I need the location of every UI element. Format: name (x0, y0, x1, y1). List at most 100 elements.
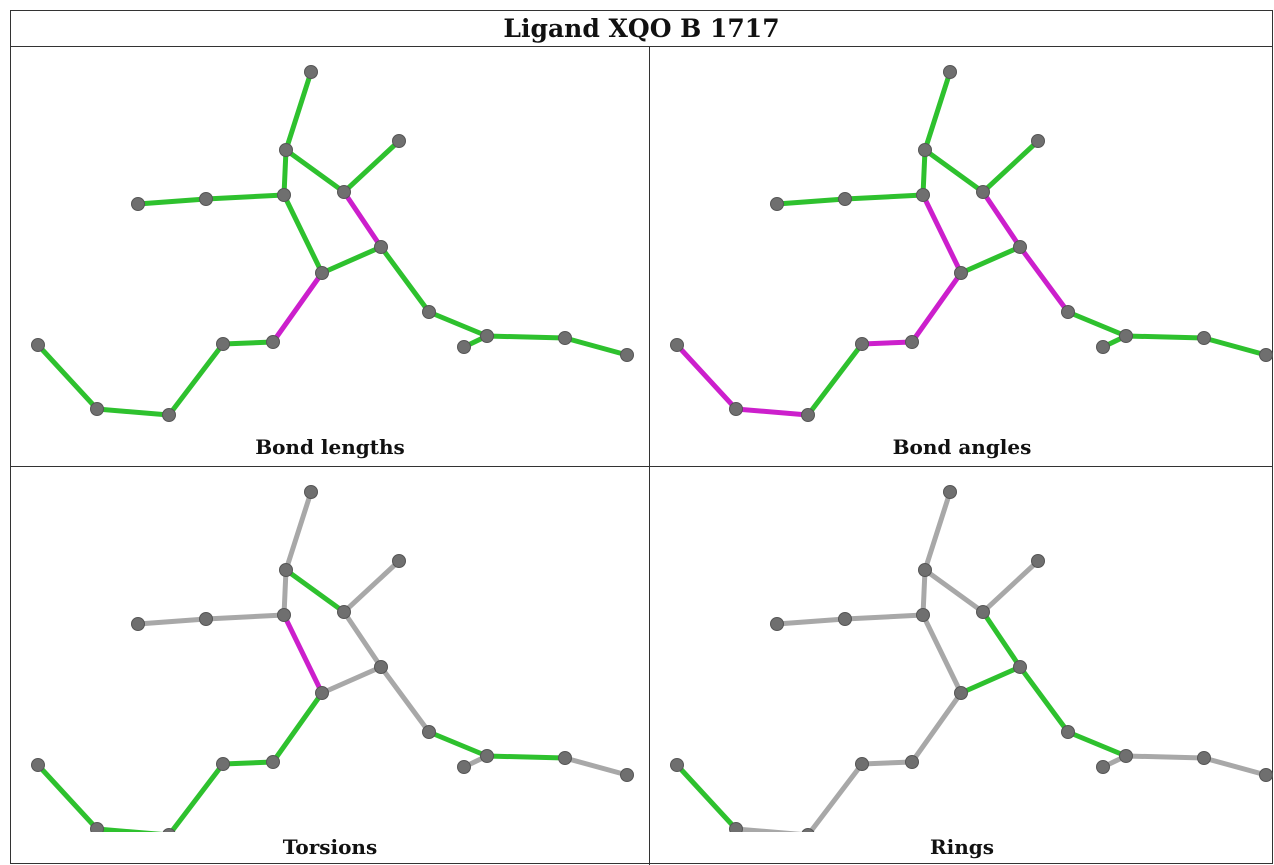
atom-14 (266, 755, 280, 769)
figure-title: Ligand XQO B 1717 (11, 11, 1272, 47)
atom-10 (1119, 749, 1133, 763)
atom-3 (976, 605, 990, 619)
bond-3 (774, 616, 848, 627)
bond-14 (35, 762, 100, 832)
bond-7 (958, 244, 1023, 276)
bond-13 (733, 826, 803, 832)
caption-bond-angles: Bond angles (892, 435, 1032, 459)
bond-9 (1017, 664, 1071, 735)
atom-2 (1031, 554, 1045, 568)
bond-2 (203, 612, 287, 622)
panel-torsions: Torsions (11, 467, 649, 865)
atom-0 (304, 485, 318, 499)
atom-1 (918, 143, 932, 157)
atom-15 (855, 757, 869, 771)
atom-17 (90, 402, 104, 416)
bond-9 (1017, 244, 1071, 315)
bond-11 (859, 759, 915, 767)
atom-11 (1096, 340, 1110, 354)
atom-5 (838, 192, 852, 206)
bond-7 (319, 664, 384, 696)
atom-7 (1013, 660, 1027, 674)
bond-5 (283, 147, 347, 195)
bond-5 (922, 147, 986, 195)
vertical-divider (649, 47, 650, 865)
atom-14 (905, 335, 919, 349)
bond-4 (281, 567, 289, 618)
bond-3 (774, 196, 848, 207)
atom-0 (943, 485, 957, 499)
bond-6 (341, 609, 384, 670)
atom-7 (1013, 240, 1027, 254)
bond-4 (281, 147, 289, 198)
atom-18 (31, 338, 45, 352)
atom-0 (304, 65, 318, 79)
bond-8 (920, 612, 964, 696)
atom-6 (131, 197, 145, 211)
bond-18 (1201, 755, 1269, 778)
atom-15 (216, 757, 230, 771)
bond-4 (920, 567, 928, 618)
bond-18 (1201, 335, 1269, 358)
bond-3 (135, 196, 209, 207)
molecule-torsions (31, 485, 634, 832)
atom-11 (457, 340, 471, 354)
bond-8 (281, 192, 325, 276)
bond-17 (484, 333, 568, 341)
bond-2 (203, 192, 287, 202)
atom-9 (1061, 725, 1075, 739)
panel-rings: Rings (650, 467, 1274, 865)
atom-2 (1031, 134, 1045, 148)
atom-5 (838, 612, 852, 626)
bond-12 (168, 761, 226, 832)
atom-16 (801, 828, 815, 832)
atom-15 (216, 337, 230, 351)
atom-17 (729, 822, 743, 832)
atom-16 (801, 408, 815, 422)
atom-8 (315, 686, 329, 700)
atom-8 (315, 266, 329, 280)
bond-0 (922, 489, 953, 573)
atom-4 (277, 188, 291, 202)
molecule-rings (670, 485, 1273, 832)
bond-13 (733, 406, 811, 418)
bond-17 (1123, 753, 1207, 761)
bond-10 (909, 270, 964, 345)
bond-4 (920, 147, 928, 198)
atom-4 (916, 188, 930, 202)
bond-6 (341, 189, 384, 250)
atom-15 (855, 337, 869, 351)
bond-10 (909, 690, 964, 765)
ligand-figure-frame: Ligand XQO B 1717 Bond lengths Bond angl… (10, 10, 1274, 865)
bond-15 (1065, 729, 1129, 759)
atom-14 (266, 335, 280, 349)
bond-11 (220, 759, 276, 767)
atom-9 (422, 725, 436, 739)
atom-10 (480, 329, 494, 343)
atom-16 (162, 828, 176, 832)
bond-5 (283, 567, 347, 615)
atom-4 (916, 608, 930, 622)
bond-9 (378, 244, 432, 315)
atom-13 (1259, 348, 1273, 362)
caption-rings: Rings (929, 835, 994, 859)
molecule-bond-lengths (31, 65, 634, 422)
bond-17 (1123, 333, 1207, 341)
molecule-bond-angles (670, 65, 1273, 422)
atom-12 (558, 751, 572, 765)
atom-6 (770, 617, 784, 631)
panel-bond-lengths: Bond lengths (11, 47, 649, 466)
atom-3 (337, 605, 351, 619)
atom-17 (729, 402, 743, 416)
atom-10 (480, 749, 494, 763)
atom-7 (374, 240, 388, 254)
bond-15 (426, 309, 490, 339)
atom-13 (620, 768, 634, 782)
bond-0 (283, 489, 314, 573)
bond-7 (319, 244, 384, 276)
atom-16 (162, 408, 176, 422)
atom-4 (277, 608, 291, 622)
bond-15 (426, 729, 490, 759)
atom-0 (943, 65, 957, 79)
atom-11 (1096, 760, 1110, 774)
